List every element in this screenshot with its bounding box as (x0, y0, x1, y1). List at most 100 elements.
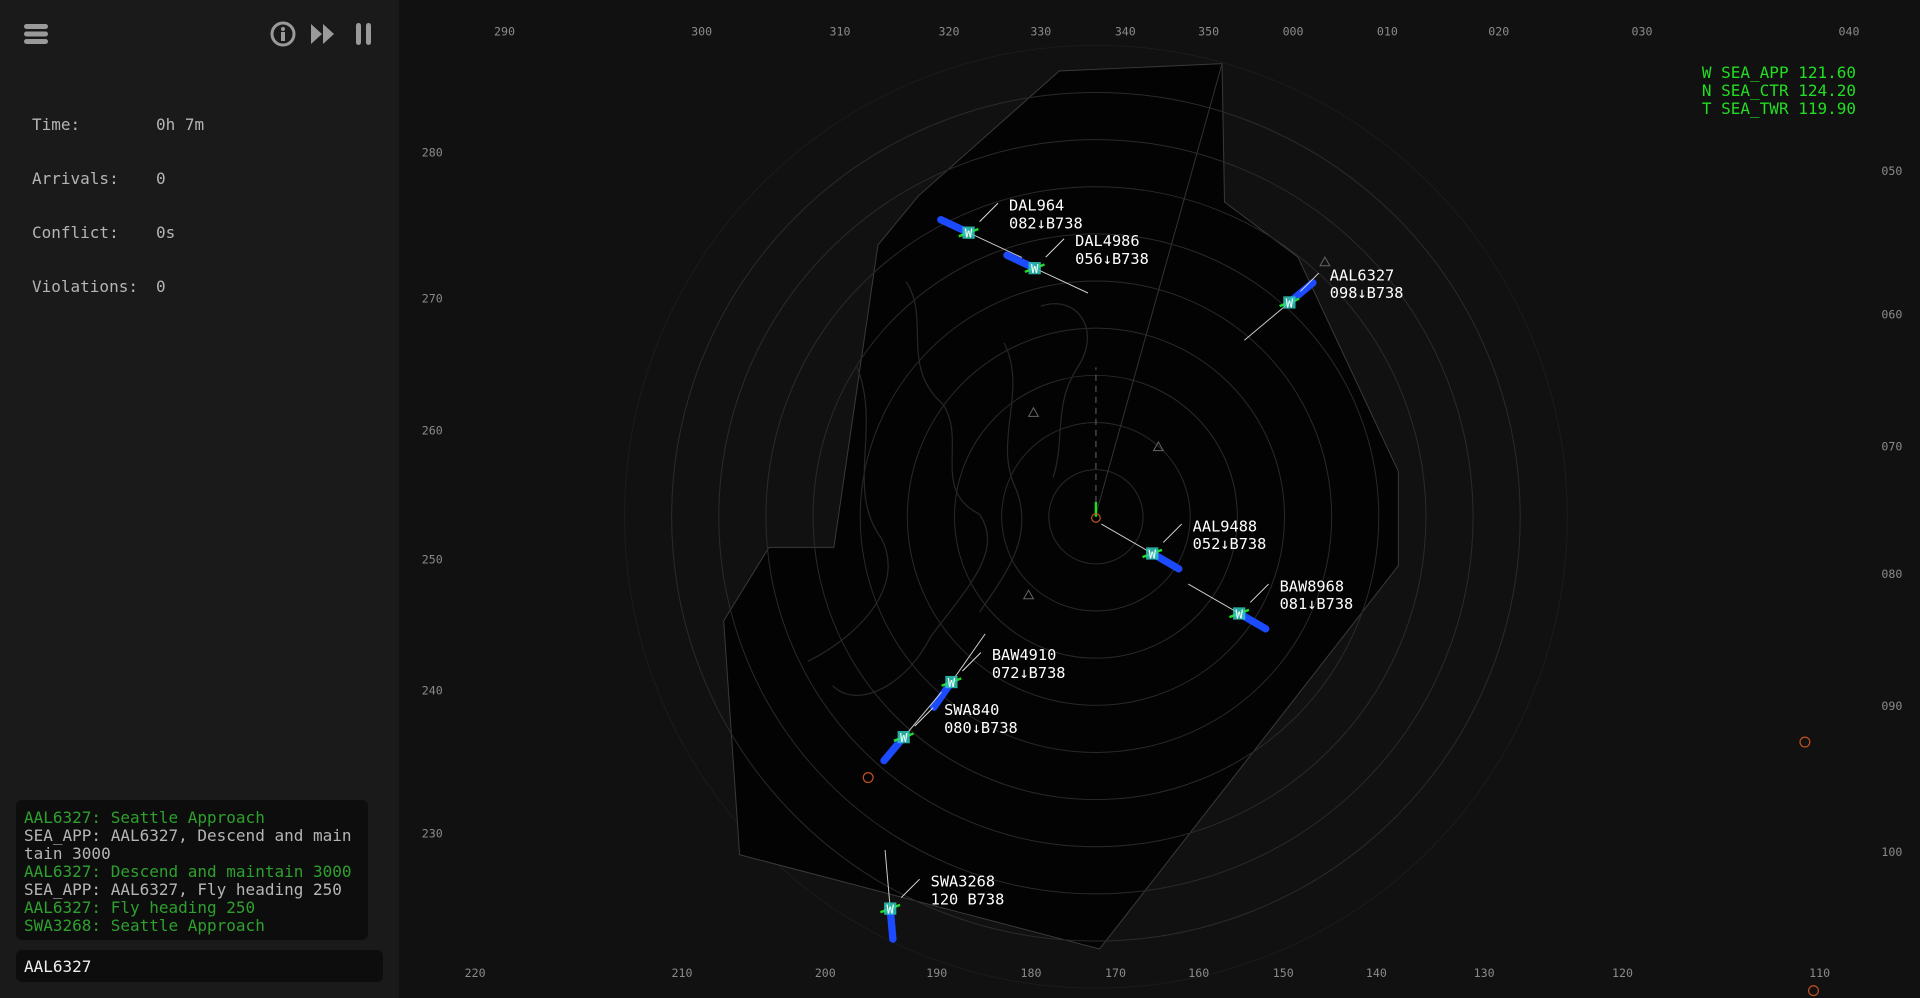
range-ring (765, 186, 1427, 848)
label-leader (1249, 583, 1269, 603)
radio-log: AAL6327: Seattle Approach SEA_APP: AAL63… (16, 800, 368, 940)
fix-triangle-icon (1152, 441, 1165, 452)
history-trail (886, 908, 897, 943)
extended-centerline (1095, 63, 1223, 515)
bearing-label: 070 (1881, 440, 1902, 454)
weight-class-icon: W (948, 676, 956, 690)
bearing-label: 130 (1474, 966, 1495, 980)
coastline (807, 281, 1088, 696)
fix-markers (1022, 256, 1331, 600)
log-entry: SWA3268: Seattle Approach (24, 916, 265, 935)
bearing-label: 000 (1283, 25, 1304, 39)
log-entry: SEA_APP: AAL6327, Descend and maintain 3… (24, 826, 352, 863)
heading-line (951, 633, 986, 683)
airport-icon (1091, 513, 1101, 523)
bearing-label: 180 (1021, 966, 1042, 980)
altitude-type-label: 072↓B738 (992, 664, 1066, 682)
callsign-label[interactable]: AAL6327 (1330, 266, 1394, 284)
airspace-boundary (723, 63, 1399, 950)
callsign-label[interactable]: BAW4910 (992, 646, 1056, 664)
trail (1003, 251, 1089, 294)
bearing-label: 290 (494, 25, 515, 39)
frequency-ctr[interactable]: N SEA_CTR 124.20 (1701, 81, 1856, 100)
fix-triangle-icon (1319, 256, 1331, 267)
bearing-label: 010 (1377, 25, 1398, 39)
range-ring (906, 327, 1285, 706)
inner-range-rings (671, 91, 1521, 942)
history-trail (880, 736, 905, 765)
history-trail (1151, 551, 1183, 573)
frequency-twr[interactable]: T SEA_TWR 119.90 (1701, 99, 1856, 118)
pause-button[interactable] (344, 14, 384, 54)
frequency-app[interactable]: W SEA_APP 121.60 (1701, 63, 1856, 82)
callsign-label[interactable]: AAL9488 (1193, 517, 1257, 535)
heading-line (1244, 302, 1290, 341)
heading-line (1188, 583, 1240, 614)
aircraft-icon (962, 226, 975, 239)
pause-icon (356, 23, 371, 45)
weight-class-icon: W (1286, 296, 1294, 310)
stats-panel: Time:0h 7m Arrivals:0 Conflict:0s Violat… (32, 80, 204, 332)
heading-line (1034, 267, 1089, 294)
callsign-label[interactable]: SWA3268 (931, 873, 995, 891)
info-button[interactable] (263, 14, 303, 54)
bearing-label: 140 (1366, 966, 1387, 980)
bearing-label: 260 (422, 424, 443, 438)
altitude-type-label: 056↓B738 (1075, 250, 1149, 268)
menu-button[interactable] (16, 14, 56, 54)
bearing-label: 310 (830, 25, 851, 39)
fix-triangle-icon (1027, 406, 1040, 417)
callsign-label[interactable]: BAW8968 (1280, 577, 1344, 595)
bearing-label: 280 (422, 146, 443, 160)
bearing-label: 230 (422, 827, 443, 841)
label-leader (914, 707, 934, 727)
fast-forward-button[interactable] (303, 14, 343, 54)
control-panel: Time:0h 7m Arrivals:0 Conflict:0s Violat… (0, 0, 399, 998)
trail (1188, 583, 1270, 633)
hamburger-icon (24, 24, 48, 44)
bearing-label: 020 (1488, 25, 1509, 39)
weight-class-icon: W (1031, 262, 1039, 276)
trail (937, 216, 1023, 258)
bearing-label: 170 (1105, 966, 1126, 980)
callsign-label[interactable]: DAL964 (1009, 197, 1064, 215)
aircraft-layer[interactable]: WDAL964082↓B738WDAL4986056↓B738WAAL63270… (879, 197, 1404, 943)
label-leader (900, 878, 920, 898)
aircraft-icon (897, 731, 910, 744)
heading-line (903, 691, 942, 738)
altitude-type-label: 120 B738 (931, 890, 1005, 908)
bearing-label: 040 (1838, 25, 1859, 39)
log-entry: AAL6327: Descend and maintain 3000 (24, 862, 352, 881)
log-entry: SEA_APP: AAL6327, Fly heading 250 (24, 880, 342, 899)
label-leader (1300, 272, 1320, 292)
bearing-label: 200 (815, 966, 836, 980)
airport-circle-icon (1799, 736, 1811, 748)
aircraft-icon (945, 675, 958, 689)
heading-line (884, 849, 891, 909)
callsign-label[interactable]: SWA840 (944, 701, 999, 719)
command-input[interactable] (16, 950, 383, 982)
heading-line (1101, 523, 1153, 554)
trail (884, 849, 897, 943)
callsign-label[interactable]: DAL4986 (1075, 232, 1139, 250)
altitude-type-label: 052↓B738 (1193, 535, 1267, 553)
range-ring (1048, 469, 1144, 565)
weight-class-icon: W (887, 902, 895, 916)
log-entry: AAL6327: Fly heading 250 (24, 898, 256, 917)
trail (1244, 279, 1317, 341)
history-trail (1238, 611, 1270, 633)
stat-arrivals: Arrivals:0 (32, 169, 166, 188)
altitude-type-label: 081↓B738 (1280, 595, 1354, 613)
range-ring (718, 139, 1474, 895)
trail (930, 633, 986, 711)
